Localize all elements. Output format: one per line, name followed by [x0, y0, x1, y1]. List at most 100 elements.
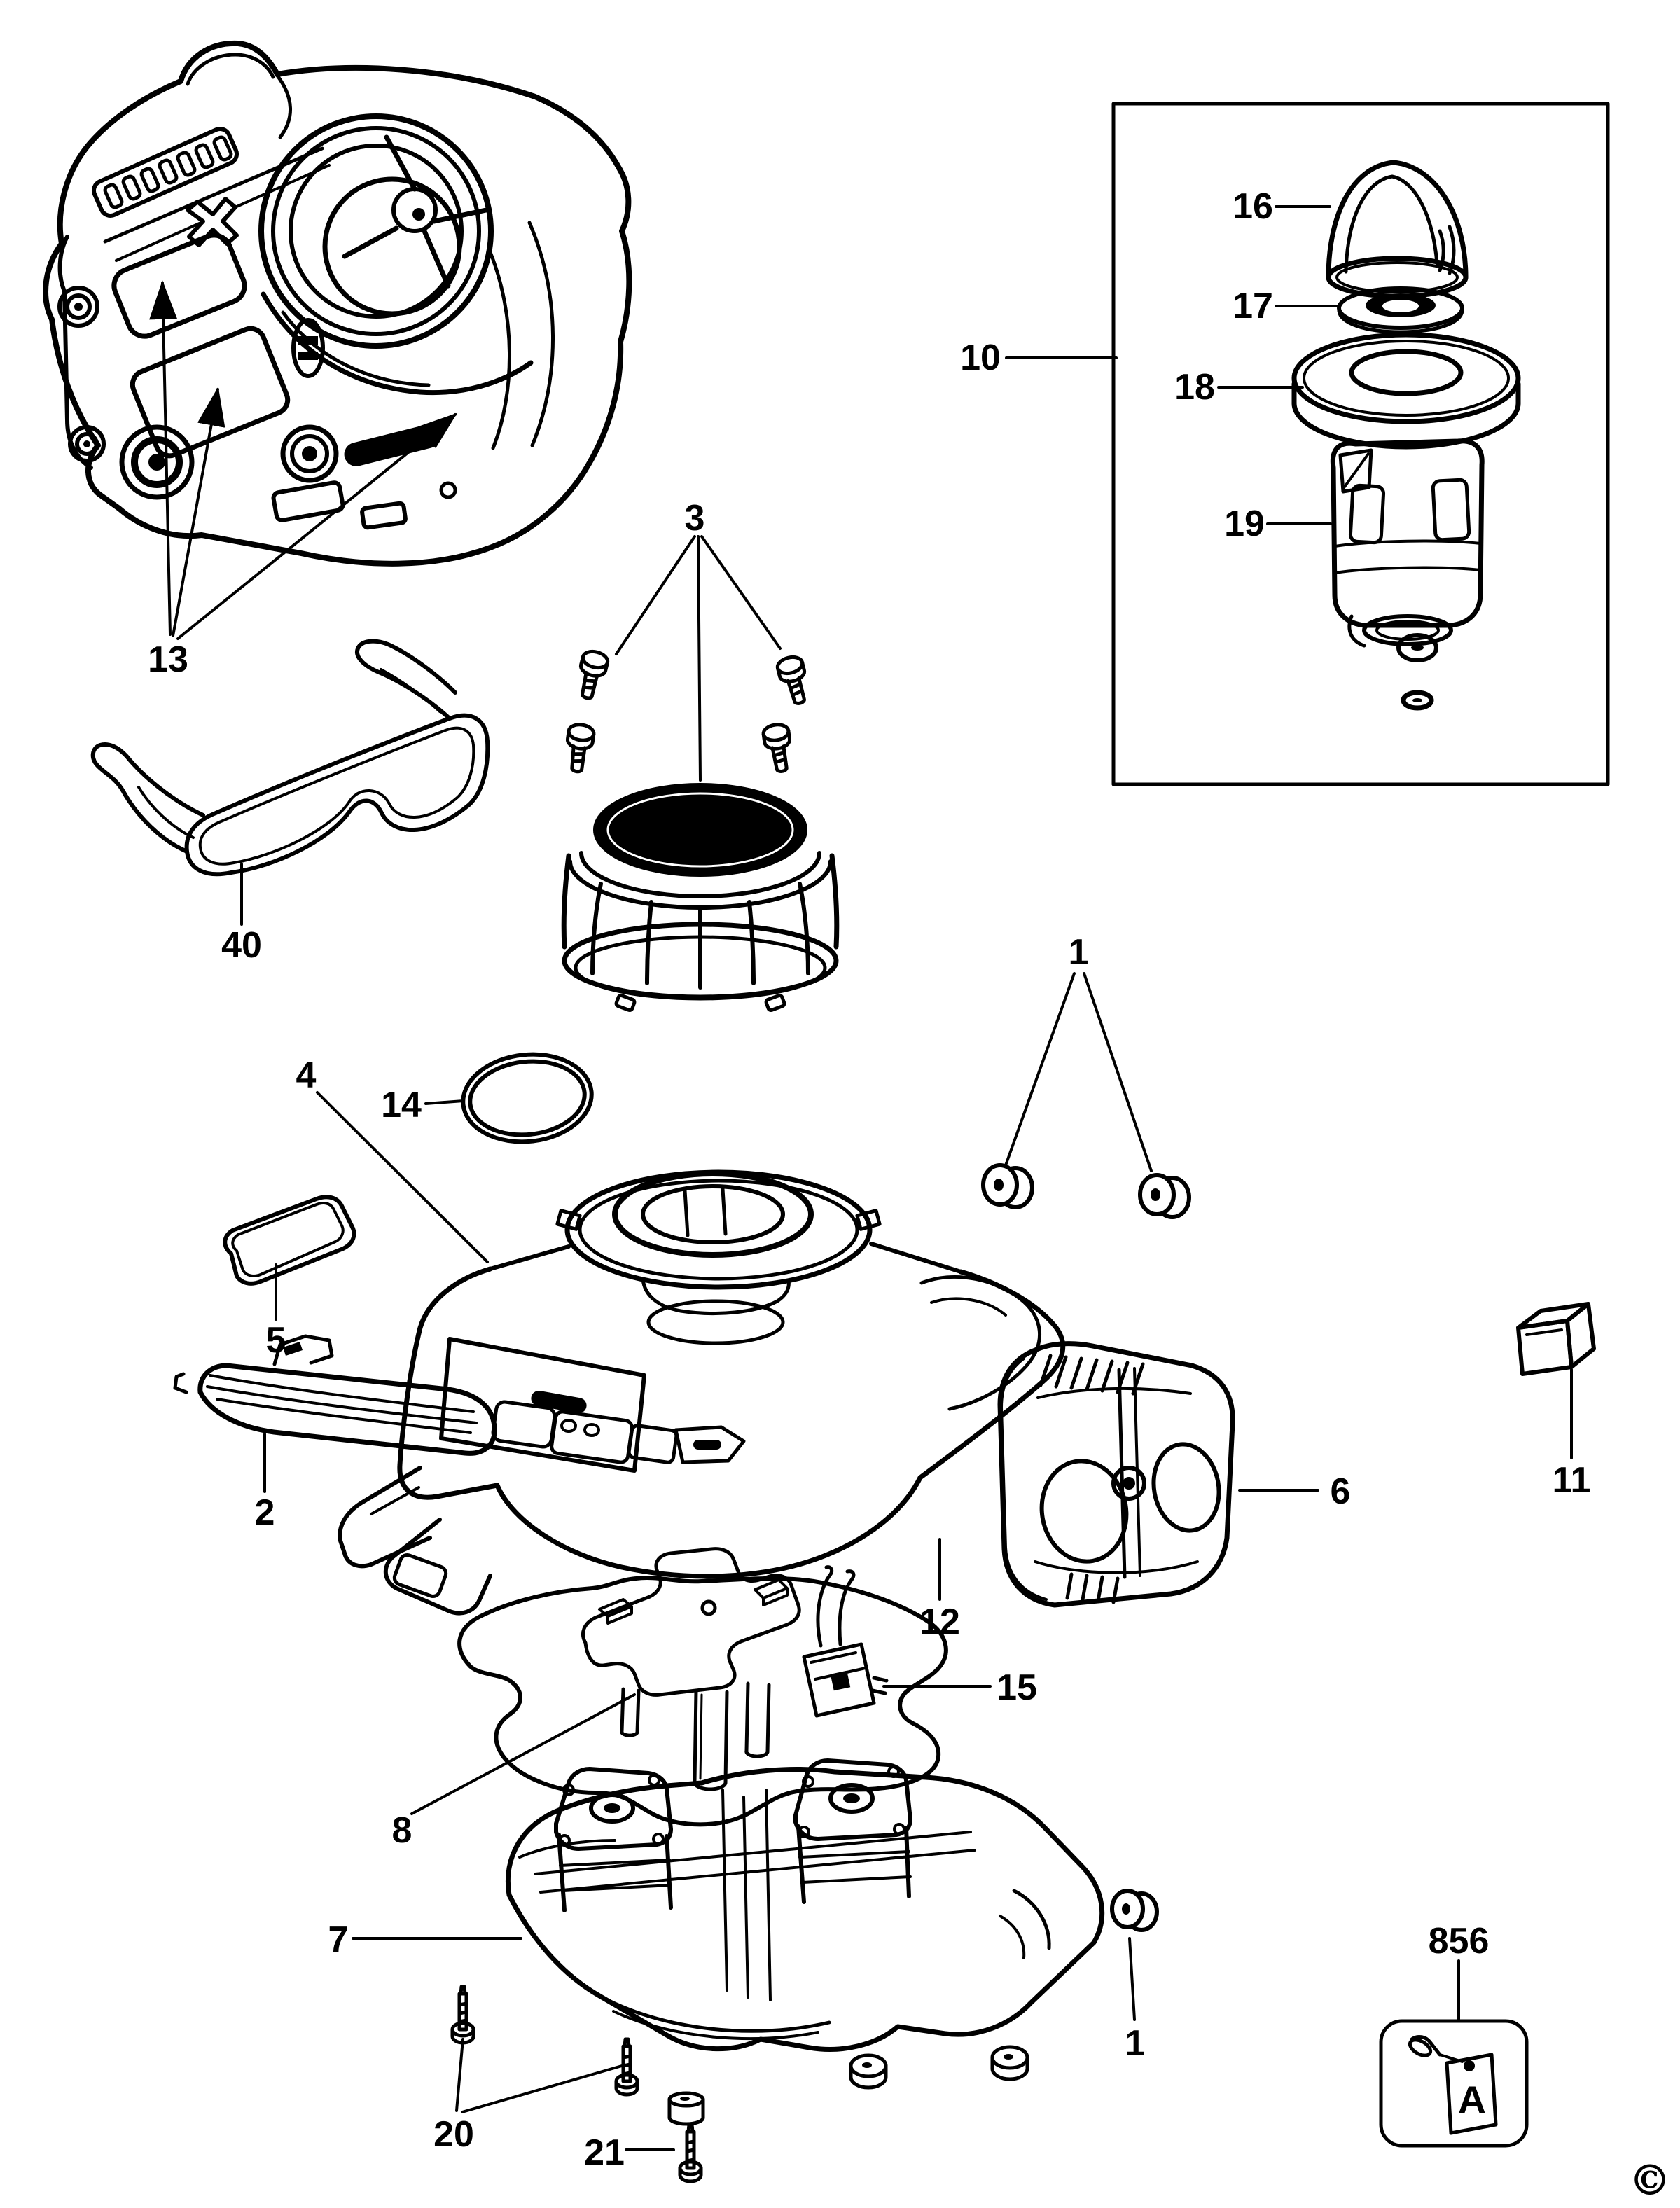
battery-vent-rail — [91, 127, 331, 262]
motor-washers-drawing — [1396, 633, 1438, 711]
collar-clamp — [291, 318, 325, 378]
safety-goggles-drawing — [90, 639, 490, 877]
callout-screws: 3 — [615, 498, 782, 782]
clamp-screw — [280, 424, 339, 483]
callout-label: 12 — [919, 1602, 960, 1642]
leader-line — [424, 1099, 465, 1105]
upper-housing-drawing — [338, 1169, 1066, 1616]
callout-gasket: 12 — [919, 1538, 960, 1642]
lubricant-type-letter: A — [1458, 2078, 1486, 2122]
callout-motor: 19 — [1224, 504, 1332, 544]
callout-end-cap: 16 — [1233, 186, 1331, 227]
callout-label: 7 — [328, 1919, 349, 1960]
callout-label: 21 — [584, 2132, 625, 2173]
callout-label: 19 — [1224, 504, 1265, 544]
inset-box — [1111, 102, 1610, 786]
pad-drawing — [223, 1195, 356, 1286]
cage-screws-drawing — [566, 649, 807, 774]
rubber-foot-drawing — [990, 2045, 1029, 2081]
callout-label: 18 — [1174, 367, 1215, 408]
fan-baffle-plate-drawing — [997, 1341, 1235, 1608]
callout-switch: 15 — [882, 1667, 1037, 1708]
switch-drawing — [802, 1565, 889, 1718]
grommet-drawing — [1138, 1173, 1191, 1219]
callout-label: 14 — [381, 1085, 422, 1125]
copyright-symbol: © — [1629, 2156, 1671, 2205]
gasket-drawing — [457, 1576, 948, 1827]
leader-line — [461, 2064, 623, 2113]
lower-housing-drawing — [506, 1758, 1105, 2052]
sealing-ring-drawing — [461, 1052, 594, 1144]
leader-line — [615, 535, 696, 655]
leader-line — [1128, 1937, 1136, 2021]
motor-mount-tower — [793, 1758, 912, 1904]
callout-clip: 11 — [1553, 1368, 1591, 1501]
x-logo-icon — [186, 197, 239, 247]
callout-upper-housing: 4 — [296, 1055, 489, 1263]
leader-line — [700, 535, 782, 650]
callout-washer: 17 — [1233, 286, 1341, 326]
side-clamp-bar — [57, 235, 106, 470]
callout-motor-assembly-box: 10 — [960, 338, 1118, 378]
callout-sealing-ring: 14 — [381, 1085, 465, 1125]
callout-label: 1 — [1069, 932, 1089, 973]
callout-label: 16 — [1233, 186, 1273, 227]
assembled-unit-drawing — [43, 40, 632, 567]
washer-drawing — [1337, 286, 1464, 334]
leader-line — [697, 535, 702, 782]
callout-grommets: 1 — [1004, 932, 1153, 1172]
callout-label: 40 — [221, 925, 262, 966]
leader-line — [1004, 972, 1076, 1167]
callout-label: 5 — [266, 1320, 286, 1361]
callout-label: 2 — [255, 1492, 275, 1533]
leader-line — [1083, 972, 1153, 1172]
callout-fan-ring: 18 — [1174, 367, 1304, 408]
callout-fan-baffle-plate: 6 — [1238, 1471, 1351, 1512]
motor-drawing — [1330, 438, 1485, 648]
callout-grommet: 1 — [1125, 1937, 1146, 2064]
callout-service-badge: 856 — [1429, 1921, 1490, 2021]
fan-ring-drawing — [1291, 332, 1521, 450]
callout-label: 17 — [1233, 286, 1273, 326]
callout-label: 856 — [1429, 1921, 1490, 1961]
callout-label: 6 — [1331, 1471, 1351, 1512]
leader-line — [172, 387, 225, 637]
callout-label: 1 — [1125, 2023, 1146, 2064]
callout-lower-housing: 7 — [328, 1919, 522, 1960]
callout-label: 10 — [960, 338, 1001, 378]
leader-line — [410, 1693, 636, 1815]
grommet-drawing — [981, 1163, 1034, 1209]
handle-drawing — [173, 1334, 746, 1464]
callout-label: 11 — [1553, 1460, 1591, 1501]
callout-label: 20 — [433, 2114, 474, 2155]
callout-safety-goggles: 40 — [221, 863, 262, 966]
callout-pad: 5 — [266, 1263, 286, 1361]
callout-screws: 20 — [433, 2038, 623, 2155]
callout-screw: 21 — [584, 2132, 675, 2173]
leader-line — [149, 280, 178, 636]
mount-screws-drawing — [450, 1985, 705, 2183]
clip-drawing — [1516, 1302, 1596, 1376]
callout-label: 13 — [148, 639, 188, 680]
callout-label: 4 — [296, 1055, 317, 1096]
callout-warning-label-arrows: 13 — [148, 280, 458, 680]
leader-line — [176, 412, 458, 640]
label-panel-upper — [111, 232, 247, 339]
exhaust-port — [119, 424, 195, 500]
callout-label: 3 — [685, 498, 705, 539]
leader-line — [455, 2038, 464, 2112]
callout-pcb-bracket: 8 — [392, 1693, 636, 1851]
leader-line — [316, 1091, 489, 1263]
filter-cage-drawing — [561, 783, 840, 1012]
label-panel-lower — [130, 326, 291, 459]
callout-label: 15 — [997, 1667, 1037, 1708]
spacer-drawing — [667, 2091, 705, 2126]
callout-handle: 2 — [255, 1433, 275, 1533]
callout-label: 8 — [392, 1810, 412, 1851]
service-badge: A — [1379, 2019, 1529, 2148]
grommet-drawing — [1110, 1889, 1159, 1932]
lubricant-icon — [1408, 2035, 1498, 2135]
